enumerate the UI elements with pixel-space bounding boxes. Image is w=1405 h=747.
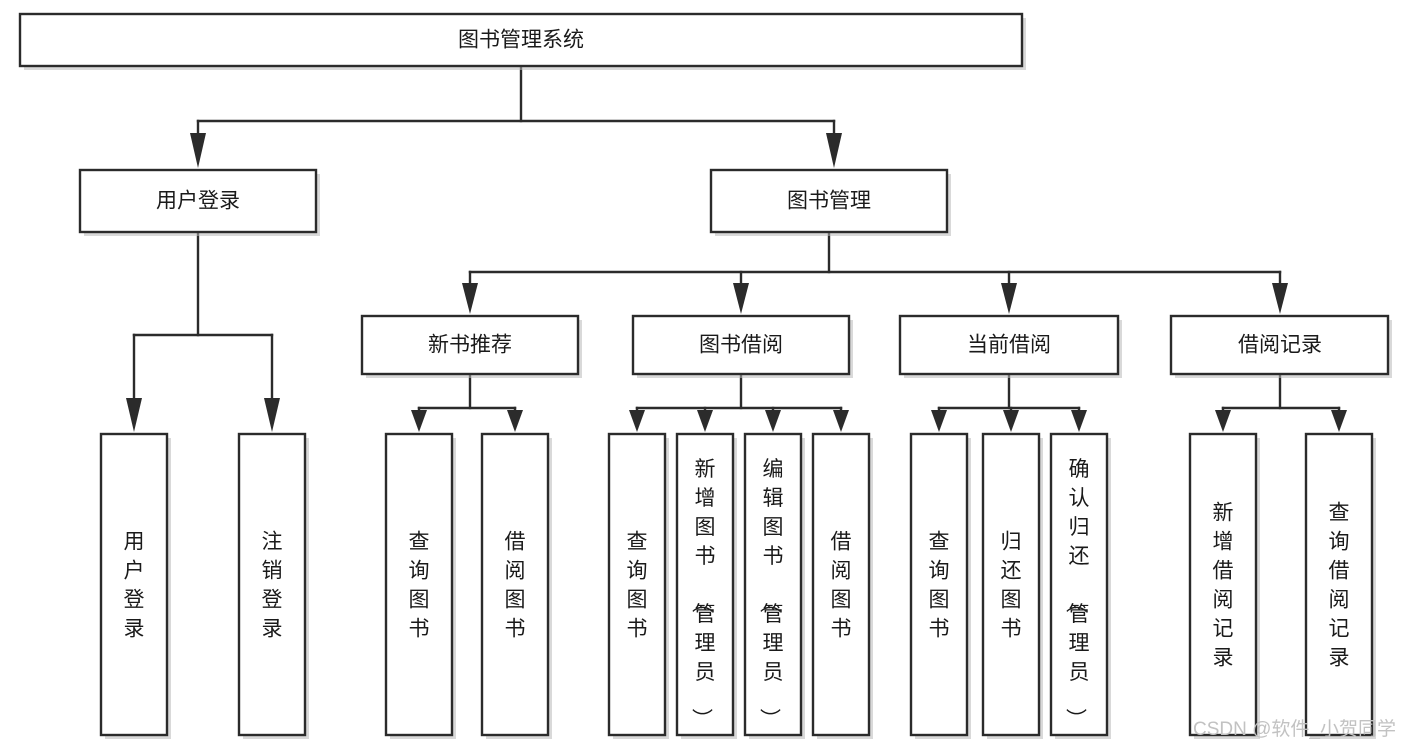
leaf-logout-rect[interactable] bbox=[237, 432, 307, 737]
arrow-head-leaf-borrow-book-1 bbox=[507, 410, 523, 432]
leaf-node[interactable]: 查询图书 bbox=[607, 432, 669, 739]
leaf-node[interactable]: 用户登录 bbox=[99, 432, 171, 739]
arrow-head-book-manage bbox=[826, 133, 842, 168]
leaf-add-record-label: 新增借阅记录 bbox=[1213, 502, 1234, 670]
arrow-head-user-login bbox=[190, 133, 206, 168]
leaf-confirm-return-label: 确认归还（管理员） bbox=[1064, 458, 1090, 729]
node-user-login-rect[interactable] bbox=[78, 168, 318, 234]
leaf-node[interactable]: 查询图书 bbox=[384, 432, 456, 739]
node-user-login[interactable]: 用户登录 bbox=[78, 168, 320, 236]
arrow-head-leaf-query-book-2 bbox=[629, 410, 645, 432]
leaf-query-book-2-rect[interactable] bbox=[607, 432, 667, 737]
leaf-borrow-book-1-rect[interactable] bbox=[480, 432, 550, 737]
leaf-query-book-1-label: 查询图书 bbox=[409, 531, 430, 641]
arrow-head-leaf-add-book bbox=[697, 410, 713, 432]
arrow-head-leaf-logout bbox=[264, 398, 280, 432]
node-current-borrow-label: 当前借阅 bbox=[967, 334, 1051, 357]
node-current-borrow-rect[interactable] bbox=[898, 314, 1120, 376]
arrow-head-current-borrow bbox=[1001, 283, 1017, 314]
node-user-login-label: 用户登录 bbox=[156, 190, 240, 213]
node-book-borrow[interactable]: 图书借阅 bbox=[631, 314, 853, 378]
node-current-borrow[interactable]: 当前借阅 bbox=[898, 314, 1122, 378]
arrow-head-leaf-confirm-return bbox=[1071, 410, 1087, 432]
leaf-node[interactable]: 编辑图书（管理员） bbox=[743, 432, 805, 739]
leaf-return-book-rect[interactable] bbox=[981, 432, 1041, 737]
leaf-node[interactable]: 确认归还（管理员） bbox=[1049, 432, 1111, 739]
leaf-borrow-book-1-label: 借阅图书 bbox=[505, 531, 526, 641]
leaf-add-book-label: 新增图书（管理员） bbox=[690, 458, 716, 729]
node-book-borrow-label: 图书借阅 bbox=[699, 334, 783, 357]
node-borrow-record-label: 借阅记录 bbox=[1238, 334, 1322, 357]
node-root-rect[interactable] bbox=[18, 12, 1024, 68]
leaf-return-book-label: 归还图书 bbox=[1001, 531, 1022, 641]
arrow-head-leaf-user-login bbox=[126, 398, 142, 432]
leaf-add-record-rect[interactable] bbox=[1188, 432, 1258, 737]
leaf-query-record-label: 查询借阅记录 bbox=[1329, 502, 1350, 670]
connector-layer bbox=[126, 64, 1347, 432]
arrow-head-book-borrow bbox=[733, 283, 749, 314]
arrow-head-leaf-query-book-1 bbox=[411, 410, 427, 432]
arrow-head-leaf-edit-book bbox=[765, 410, 781, 432]
leaf-query-book-3-label: 查询图书 bbox=[929, 531, 950, 641]
arrow-head-leaf-add-record bbox=[1215, 410, 1231, 432]
node-book-manage[interactable]: 图书管理 bbox=[709, 168, 951, 236]
node-book-manage-rect[interactable] bbox=[709, 168, 949, 234]
leaf-borrow-book-2-label: 借阅图书 bbox=[831, 531, 852, 641]
leaf-node[interactable]: 新增借阅记录 bbox=[1188, 432, 1260, 739]
arrow-head-borrow-record bbox=[1272, 283, 1288, 314]
leaf-node-layer: 用户登录 注销登录 查询图书 借阅图书 查询图书 新增图书（管理员） 编辑图书（管理员） 借阅… bbox=[99, 432, 1376, 739]
arrow-head-leaf-return-book bbox=[1003, 410, 1019, 432]
watermark-label: CSDN @软件_小贺同学 bbox=[1193, 718, 1396, 740]
node-root-label: 图书管理系统 bbox=[458, 29, 584, 52]
leaf-query-book-2-label: 查询图书 bbox=[627, 531, 648, 641]
node-borrow-record[interactable]: 借阅记录 bbox=[1169, 314, 1392, 378]
leaf-query-book-1-rect[interactable] bbox=[384, 432, 454, 737]
node-new-book-rec-rect[interactable] bbox=[360, 314, 580, 376]
leaf-query-book-3-rect[interactable] bbox=[909, 432, 969, 737]
leaf-node[interactable]: 借阅图书 bbox=[480, 432, 552, 739]
leaf-confirm-return-rect[interactable] bbox=[1049, 432, 1109, 737]
node-root[interactable]: 图书管理系统 bbox=[18, 12, 1026, 70]
leaf-node[interactable]: 注销登录 bbox=[237, 432, 309, 739]
node-book-borrow-rect[interactable] bbox=[631, 314, 851, 376]
node-book-manage-label: 图书管理 bbox=[787, 190, 871, 213]
leaf-node[interactable]: 查询图书 bbox=[909, 432, 971, 739]
leaf-node[interactable]: 新增图书（管理员） bbox=[675, 432, 737, 739]
leaf-add-book-rect[interactable] bbox=[675, 432, 735, 737]
leaf-node[interactable]: 查询借阅记录 bbox=[1304, 432, 1376, 739]
leaf-edit-book-rect[interactable] bbox=[743, 432, 803, 737]
leaf-user-login-label: 用户登录 bbox=[124, 531, 145, 641]
arrow-head-leaf-borrow-book-2 bbox=[833, 410, 849, 432]
arrow-head-leaf-query-book-3 bbox=[931, 410, 947, 432]
leaf-node[interactable]: 借阅图书 bbox=[811, 432, 873, 739]
arrow-head-new-book-rec bbox=[462, 283, 478, 314]
leaf-edit-book-label: 编辑图书（管理员） bbox=[758, 458, 784, 729]
node-new-book-rec-label: 新书推荐 bbox=[428, 334, 512, 357]
arrow-head-leaf-query-record bbox=[1331, 410, 1347, 432]
node-new-book-rec[interactable]: 新书推荐 bbox=[360, 314, 582, 378]
leaf-borrow-book-2-rect[interactable] bbox=[811, 432, 871, 737]
leaf-user-login-rect[interactable] bbox=[99, 432, 169, 737]
leaf-node[interactable]: 归还图书 bbox=[981, 432, 1043, 739]
node-borrow-record-rect[interactable] bbox=[1169, 314, 1390, 376]
leaf-query-record-rect[interactable] bbox=[1304, 432, 1374, 737]
leaf-logout-label: 注销登录 bbox=[262, 531, 283, 641]
